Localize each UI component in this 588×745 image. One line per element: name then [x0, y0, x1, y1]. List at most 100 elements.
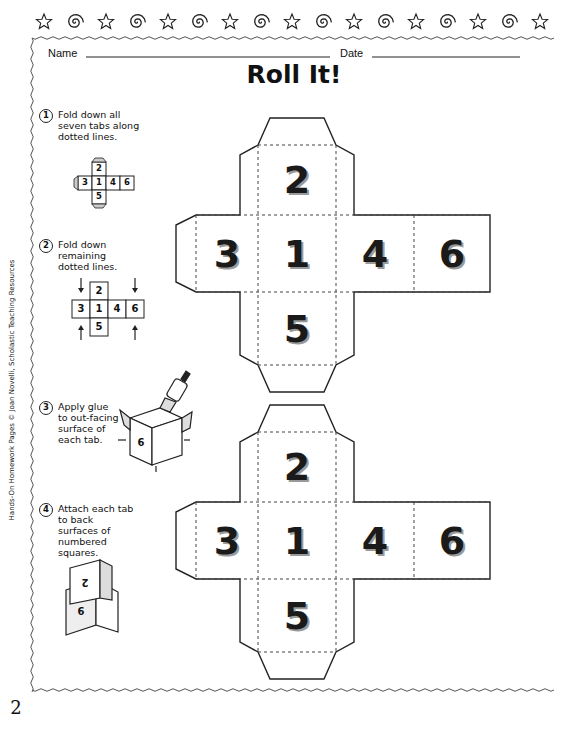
- face-number: 1: [284, 235, 310, 273]
- worksheet-title: Roll It!: [0, 60, 588, 89]
- step-circle: [40, 402, 53, 415]
- fold-line: [258, 432, 336, 433]
- instruction: Attach each tab to back surfaces of numb…: [58, 504, 136, 559]
- die-face: 1: [258, 502, 336, 579]
- instruction: Apply glue to out-facing surface of each…: [58, 402, 120, 446]
- fold-line: [336, 432, 337, 652]
- wavy-border: [32, 689, 554, 692]
- die-face: 2: [258, 145, 336, 215]
- face-number: 6: [439, 522, 465, 560]
- instruction: Fold down remaining dotted lines.: [58, 240, 134, 273]
- step-circle: [40, 240, 53, 253]
- fold-line: [414, 215, 415, 292]
- die-face: 1: [258, 215, 336, 292]
- header-spiral: [503, 15, 518, 28]
- face-number: 1: [284, 522, 310, 560]
- header-star: [98, 14, 113, 29]
- mini-tab: [92, 158, 106, 162]
- header-star: [346, 14, 361, 29]
- header-star: [470, 14, 485, 29]
- mini-tab: [92, 204, 106, 208]
- wavy-border: [31, 38, 34, 692]
- mini-face: [92, 190, 106, 204]
- header-spiral: [255, 15, 270, 28]
- fold-line: [196, 292, 490, 293]
- mini-number: 6: [138, 437, 145, 449]
- die-face: 3: [196, 215, 258, 292]
- face-number: 5: [284, 310, 310, 348]
- header-spiral: [441, 15, 456, 28]
- mini-face: [78, 176, 92, 190]
- mini-number: 2: [82, 576, 89, 588]
- mini-number: 5: [96, 192, 102, 202]
- step-circle: [40, 110, 53, 123]
- mini-face: [120, 176, 134, 190]
- header-star: [36, 14, 51, 29]
- header-spiral: [317, 15, 332, 28]
- face-number: 2: [284, 448, 310, 486]
- mini-number: 6: [132, 303, 139, 315]
- fold-line: [196, 502, 490, 503]
- mini-number: 5: [96, 321, 103, 333]
- page-number: 2: [10, 698, 21, 719]
- fold-line: [258, 145, 336, 146]
- mini-face: [108, 300, 126, 318]
- die-face: 3: [196, 502, 258, 579]
- mini-face: [90, 300, 108, 318]
- header-star: [532, 14, 547, 29]
- step-number: 4: [43, 505, 49, 515]
- face-number: 3: [214, 522, 240, 560]
- field-label: Name: [48, 47, 77, 60]
- mini-face: [90, 282, 108, 300]
- fold-line: [258, 432, 259, 652]
- credit-line: Hands-On Homework Pages © Joan Novelli, …: [8, 260, 16, 521]
- mini-face: [72, 300, 90, 318]
- fold-line: [196, 502, 197, 579]
- fold-line: [196, 215, 490, 216]
- fold-arrow: [78, 325, 84, 330]
- face-number: 5: [284, 597, 310, 635]
- mini-number: 6: [78, 606, 85, 618]
- fold-line: [196, 579, 490, 580]
- fold-line: [258, 145, 259, 365]
- instruction: Fold down all seven tabs along dotted li…: [58, 110, 140, 143]
- header-spiral: [379, 15, 394, 28]
- die-face: 4: [336, 502, 414, 579]
- header-star: [222, 14, 237, 29]
- mini-face: [106, 176, 120, 190]
- step-number: 3: [43, 403, 49, 413]
- glue-illustration: [118, 371, 192, 472]
- header-spiral: [131, 15, 146, 28]
- die-face: 5: [258, 579, 336, 652]
- fold-line: [196, 215, 197, 292]
- attach-illustration: [66, 560, 118, 635]
- die-net-outline: [176, 118, 490, 392]
- step-number: 2: [43, 241, 49, 251]
- fold-arrow: [78, 288, 84, 293]
- die-face: 4: [336, 215, 414, 292]
- step-circle: [40, 504, 53, 517]
- fold-line: [336, 145, 337, 365]
- mini-number: 6: [124, 178, 130, 188]
- die-face: 2: [258, 432, 336, 502]
- mini-number: 4: [114, 303, 121, 315]
- face-number: 3: [214, 235, 240, 273]
- die-face: 5: [258, 292, 336, 365]
- mini-face: [126, 300, 144, 318]
- step-number: 1: [43, 111, 49, 121]
- fold-line: [258, 652, 336, 653]
- mini-number: 1: [96, 178, 102, 188]
- header-spiral: [193, 15, 208, 28]
- mini-number: 1: [96, 303, 103, 315]
- mini-face: [92, 162, 106, 176]
- fold-line: [258, 365, 336, 366]
- face-number: 6: [439, 235, 465, 273]
- mini-face: [92, 176, 106, 190]
- face-number: 2: [284, 161, 310, 199]
- header-star: [160, 14, 175, 29]
- field-label: Date: [340, 47, 363, 60]
- header-star: [408, 14, 423, 29]
- mini-number: 4: [110, 178, 116, 188]
- die-face: 6: [414, 502, 490, 579]
- face-number: 4: [362, 235, 388, 273]
